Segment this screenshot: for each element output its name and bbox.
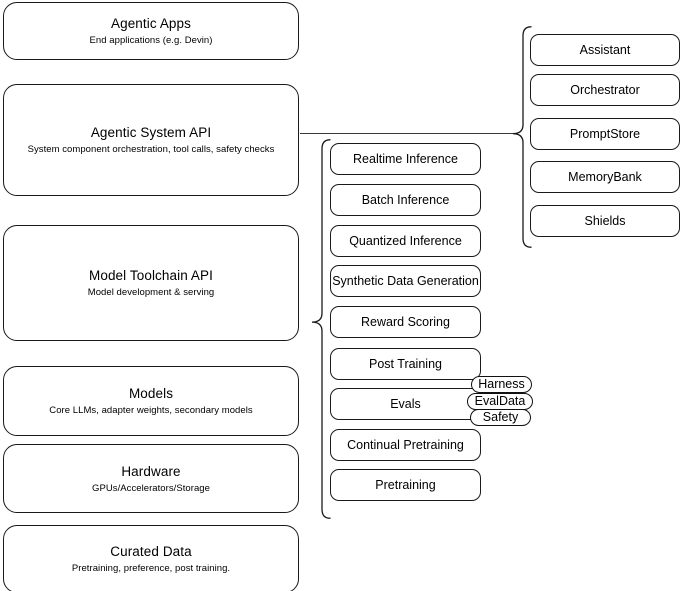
brace-toolchain-brace <box>311 139 331 519</box>
system-item-label: PromptStore <box>569 127 641 141</box>
toolchain-item-label: Realtime Inference <box>353 152 458 166</box>
toolchain-item-label: Pretraining <box>375 478 436 492</box>
system-item-orchestrator[interactable]: Orchestrator <box>530 74 680 106</box>
layer-subtitle: GPUs/Accelerators/Storage <box>92 482 210 494</box>
toolchain-item-label: Reward Scoring <box>361 315 450 329</box>
evals-pill-safety[interactable]: Safety <box>470 409 531 426</box>
toolchain-item-label: Continual Pretraining <box>347 438 464 452</box>
toolchain-item-label: Batch Inference <box>361 193 450 207</box>
evals-pill-label: Harness <box>478 377 525 391</box>
system-item-assistant[interactable]: Assistant <box>530 34 680 66</box>
system-item-label: MemoryBank <box>568 170 642 184</box>
layer-box-agentic-system-api[interactable]: Agentic System API System component orche… <box>3 84 299 196</box>
brace-system-api-brace <box>512 26 532 248</box>
toolchain-item-post-training[interactable]: Post Training <box>330 348 481 380</box>
evals-pill-label: Safety <box>482 410 519 424</box>
system-item-label: Shields <box>584 214 626 228</box>
layer-subtitle: Core LLMs, adapter weights, secondary mo… <box>49 405 253 416</box>
toolchain-item-label: Evals <box>390 397 421 411</box>
layer-title: Hardware <box>121 463 181 479</box>
layer-title: Models <box>128 386 174 401</box>
toolchain-item-quantized-inference[interactable]: Quantized Inference <box>330 225 481 257</box>
connector-system-api-connector <box>300 133 513 135</box>
layer-title: Agentic System API <box>90 125 212 140</box>
toolchain-item-reward-scoring[interactable]: Reward Scoring <box>330 306 481 338</box>
evals-pill-evaldata[interactable]: EvalData <box>467 393 533 410</box>
toolchain-item-label: Post Training <box>369 357 442 371</box>
evals-pill-harness[interactable]: Harness <box>471 376 532 393</box>
toolchain-item-continual-pretraining[interactable]: Continual Pretraining <box>330 429 481 461</box>
system-item-shields[interactable]: Shields <box>530 205 680 237</box>
toolchain-item-label: Synthetic Data Generation <box>332 274 479 288</box>
system-item-label: Assistant <box>579 43 631 57</box>
layer-subtitle: End applications (e.g. Devin) <box>89 35 213 46</box>
layer-subtitle: Model development & serving <box>87 287 215 298</box>
toolchain-item-synthetic-data-generation[interactable]: Synthetic Data Generation <box>330 265 481 297</box>
toolchain-item-pretraining[interactable]: Pretraining <box>330 469 481 501</box>
evals-pill-label: EvalData <box>474 394 526 408</box>
system-item-memorybank[interactable]: MemoryBank <box>530 161 680 193</box>
toolchain-item-evals[interactable]: Evals <box>330 388 481 420</box>
system-item-promptstore[interactable]: PromptStore <box>530 118 680 150</box>
layer-title: Curated Data <box>110 544 192 559</box>
system-item-label: Orchestrator <box>570 83 640 97</box>
layer-title: Agentic Apps <box>110 16 191 31</box>
toolchain-item-batch-inference[interactable]: Batch Inference <box>330 184 481 216</box>
layer-subtitle: System component orchestration, tool cal… <box>27 144 275 155</box>
toolchain-item-realtime-inference[interactable]: Realtime Inference <box>330 143 481 175</box>
toolchain-item-label: Quantized Inference <box>349 234 462 248</box>
layer-subtitle: Pretraining, preference, post training. <box>71 563 231 574</box>
layer-title: Model Toolchain API <box>89 268 213 283</box>
layer-box-model-toolchain-api[interactable]: Model Toolchain API Model development & s… <box>3 225 299 341</box>
